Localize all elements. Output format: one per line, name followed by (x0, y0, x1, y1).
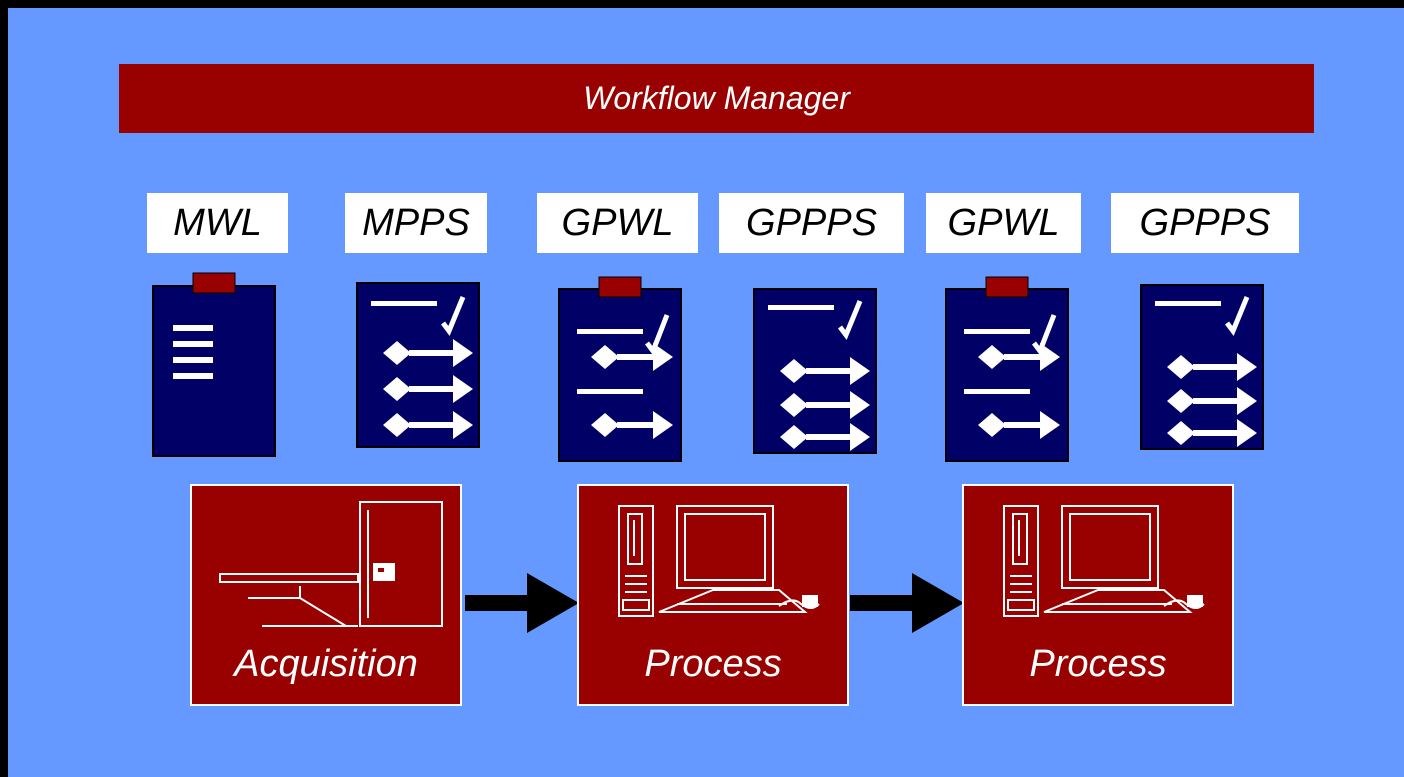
step-label-process-2: Process (1029, 643, 1167, 685)
clipboard-list-icon (152, 272, 276, 457)
label-gpwl-1: GPWL (537, 193, 698, 253)
workflow-manager-banner: Workflow Manager (119, 64, 1314, 133)
diagram-canvas: Workflow Manager MWL MPPS GPWL GPPPS GPW… (8, 8, 1404, 777)
label-gppps-2: GPPPS (1111, 193, 1299, 253)
step-label-acquisition: Acquisition (234, 643, 418, 685)
acquisition-step: Acquisition (190, 484, 462, 706)
label-gppps-1: GPPPS (719, 193, 904, 253)
acquisition-modality-icon (219, 501, 443, 627)
arrow-right-icon (465, 573, 579, 633)
checklist-icon (753, 288, 877, 454)
flow-arrow-1 (465, 573, 585, 640)
label-mwl: MWL (147, 193, 288, 253)
clipboard-checklist-icon (945, 276, 1069, 462)
flow-arrow-2 (850, 573, 970, 640)
clipboard-checklist-icon (558, 276, 682, 462)
process-step-2: Process (962, 484, 1234, 706)
gpwl-document-2 (945, 276, 1070, 462)
workflow-manager-title: Workflow Manager (583, 80, 850, 116)
workstation-icon (1003, 505, 1205, 617)
checklist-icon (356, 282, 480, 448)
workstation-icon (618, 505, 820, 617)
mwl-worklist-document (152, 272, 277, 461)
label-gpwl-2: GPWL (926, 193, 1081, 253)
checklist-icon (1140, 284, 1264, 450)
arrow-right-icon (850, 573, 964, 633)
gppps-document-1 (753, 281, 878, 454)
mpps-document (356, 281, 481, 453)
gpwl-document-1 (558, 276, 683, 462)
step-label-process-1: Process (644, 643, 782, 685)
gppps-document-2 (1140, 281, 1265, 453)
process-step-1: Process (577, 484, 849, 706)
label-mpps: MPPS (345, 193, 487, 253)
